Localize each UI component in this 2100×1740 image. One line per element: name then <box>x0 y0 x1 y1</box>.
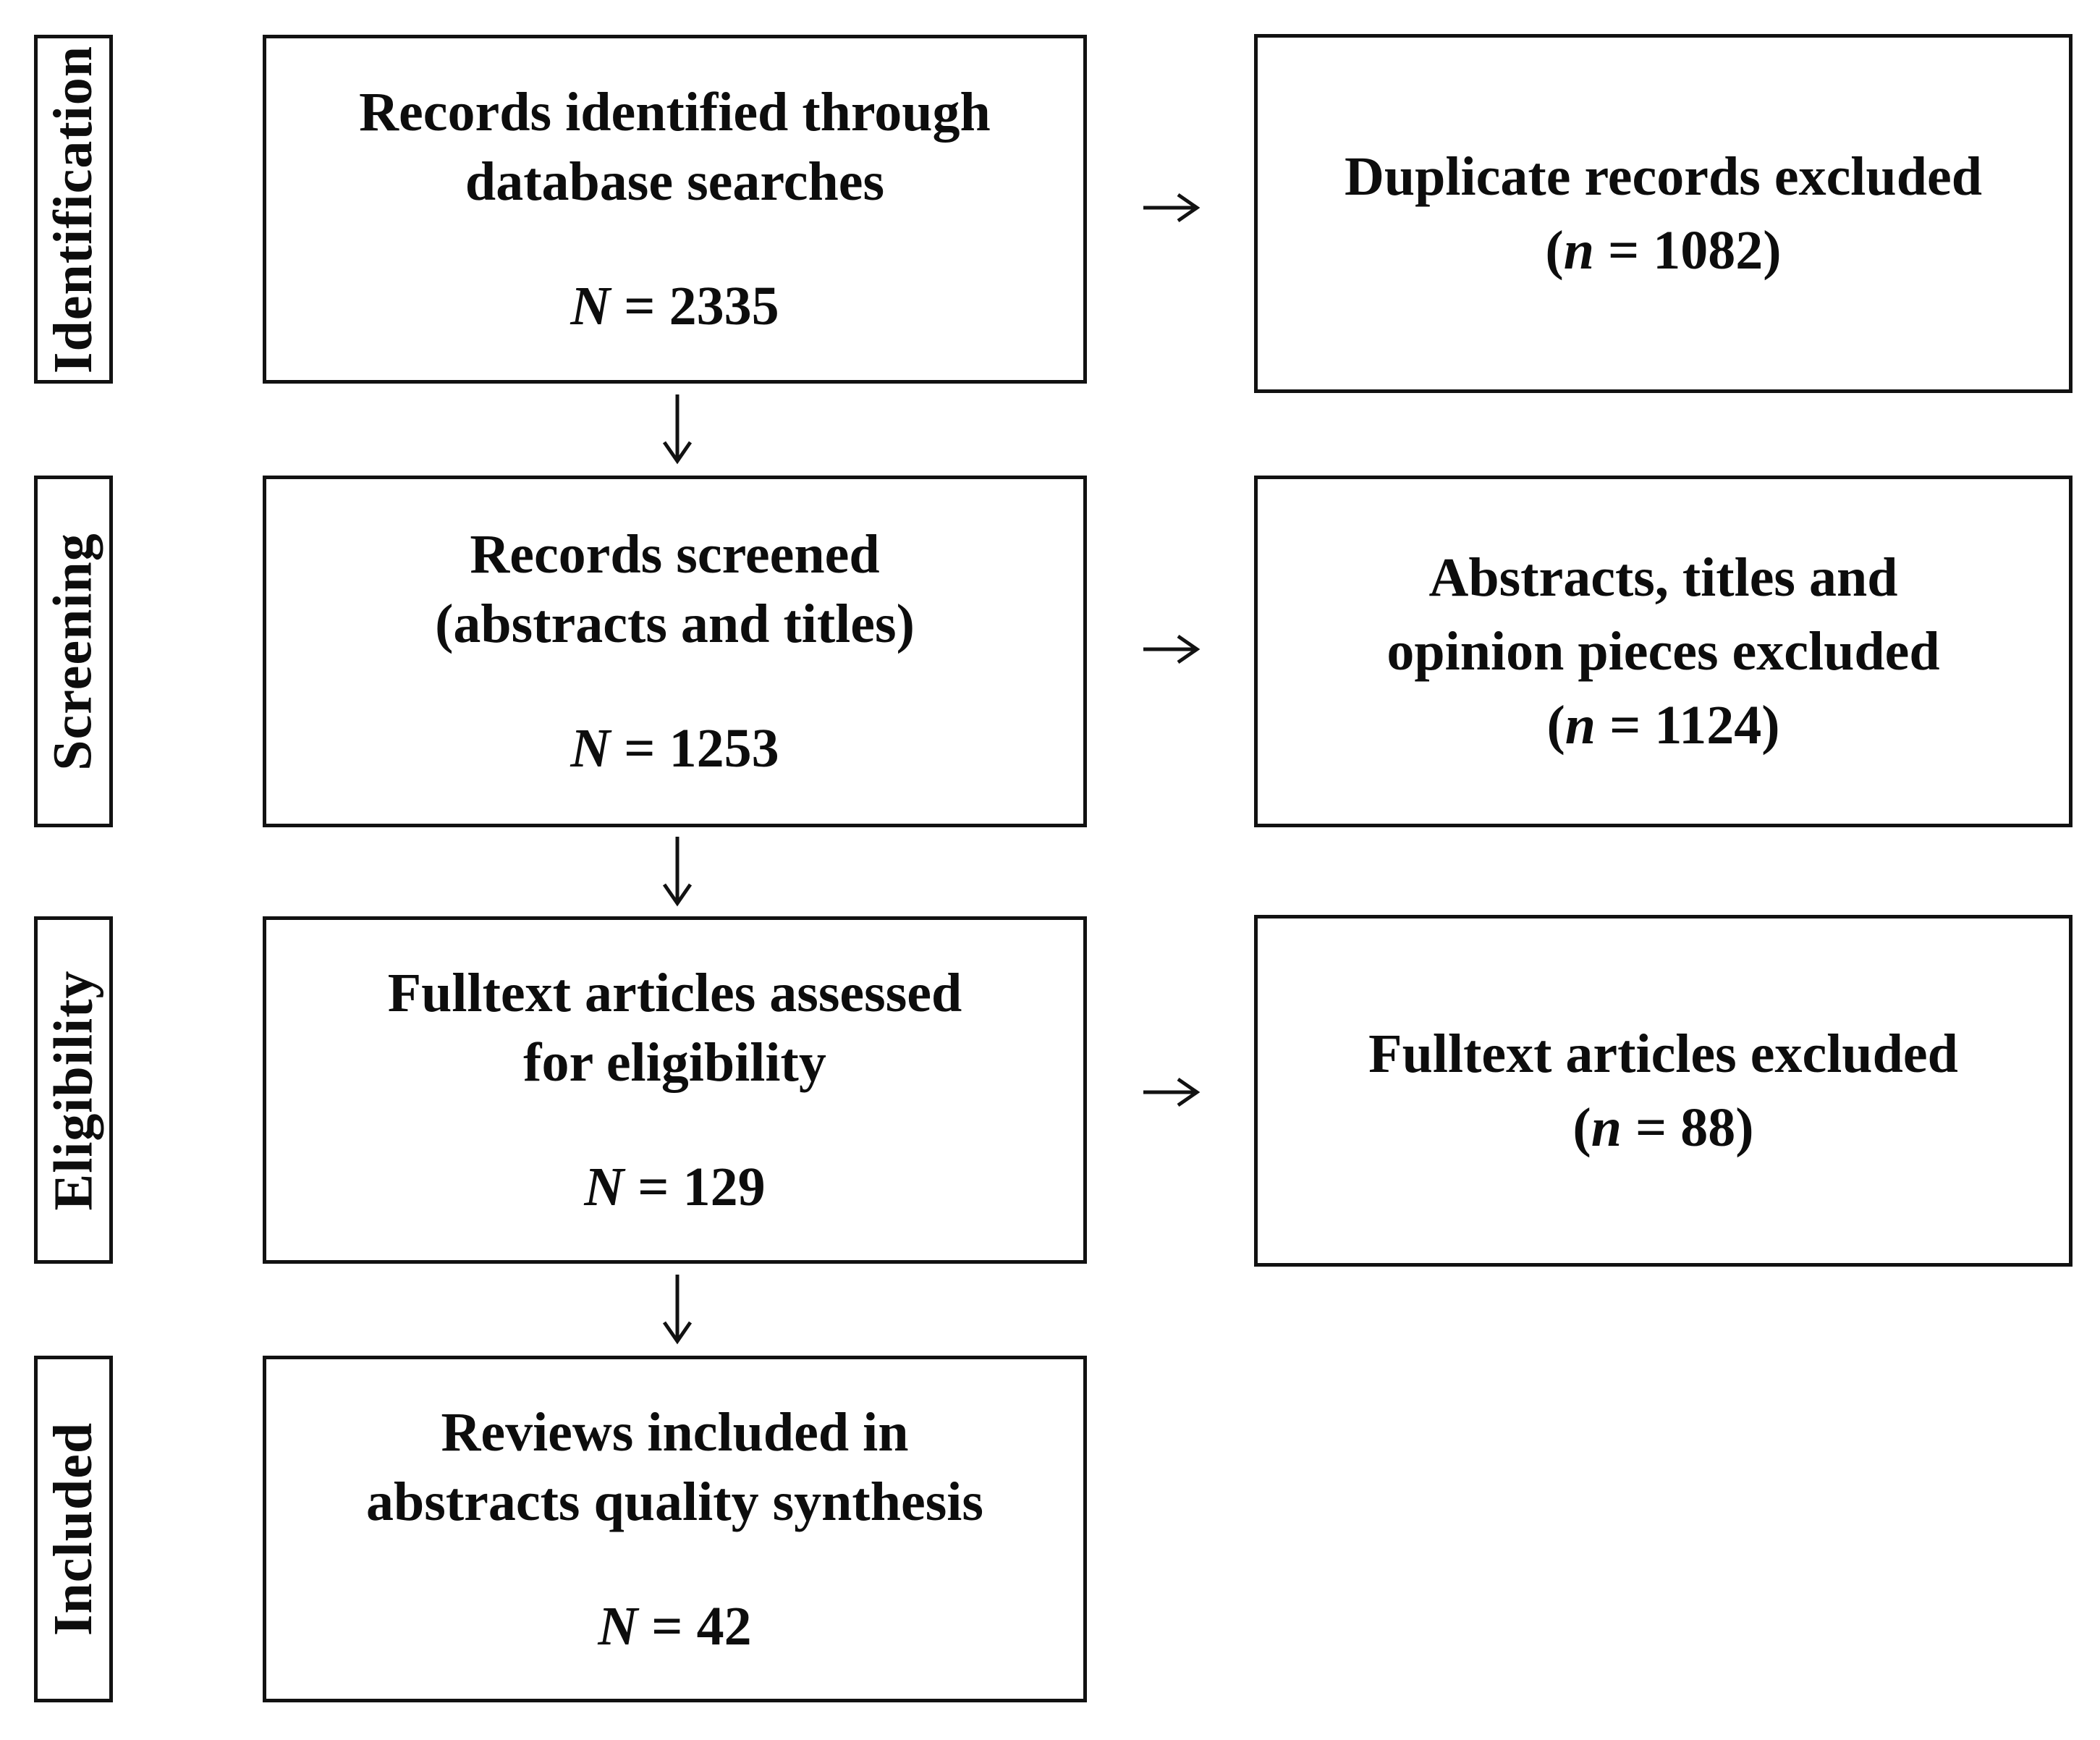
box-title-line: Reviews included in <box>441 1401 909 1463</box>
right-arrow-icon <box>1140 632 1201 667</box>
box-count: N = 129 <box>584 1157 766 1217</box>
main-box-records-screened: Records screened (abstracts and titles) … <box>263 476 1087 827</box>
down-arrow-icon <box>661 1273 693 1346</box>
box-title-line: Fulltext articles excluded <box>1368 1023 1958 1084</box>
box-title-line: Records screened <box>470 524 880 585</box>
box-title-line: opinion pieces excluded <box>1386 621 1940 682</box>
stage-label-included: Included <box>34 1356 113 1702</box>
right-arrow-icon <box>1140 1075 1201 1110</box>
stage-label-text: Screening <box>43 532 104 771</box>
box-title-line: Abstracts, titles and <box>1428 547 1898 608</box>
box-title-line: Duplicate records excluded <box>1345 146 1982 207</box>
stage-label-eligibility: Eligibility <box>34 916 113 1264</box>
box-title-line: (abstracts and titles) <box>435 594 915 654</box>
box-title: Records identified through database sear… <box>359 77 991 216</box>
box-count: N = 1253 <box>570 718 779 779</box>
box-title-line: Records identified through <box>359 82 991 143</box>
box-title: Reviews included in abstracts quality sy… <box>366 1398 983 1537</box>
box-title: Fulltext articles assessed for eligibili… <box>388 958 962 1097</box>
side-box-duplicates-excluded: Duplicate records excluded (n = 1082) <box>1254 34 2073 393</box>
stage-label-screening: Screening <box>34 476 113 827</box>
stage-label-identification: Identification <box>34 35 113 384</box>
side-box-abstracts-excluded: Abstracts, titles and opinion pieces exc… <box>1254 476 2073 827</box>
stage-label-text: Included <box>43 1422 104 1636</box>
box-count: (n = 1082) <box>1545 220 1782 281</box>
box-count: N = 42 <box>598 1595 752 1657</box>
box-title-line: Fulltext articles assessed <box>387 963 962 1023</box>
stage-label-text: Eligibility <box>43 970 103 1210</box>
box-title-line: abstracts quality synthesis <box>366 1471 983 1532</box>
box-count: (n = 1124) <box>1546 695 1780 756</box>
box-count: N = 2335 <box>570 276 779 337</box>
box-title: Records screened (abstracts and titles) <box>435 520 915 659</box>
box-title-line: database searches <box>465 151 885 212</box>
side-box-fulltext-excluded: Fulltext articles excluded (n = 88) <box>1254 915 2073 1267</box>
main-box-fulltext-assessed: Fulltext articles assessed for eligibili… <box>263 916 1087 1264</box>
main-box-reviews-included: Reviews included in abstracts quality sy… <box>263 1356 1087 1702</box>
main-box-records-identified: Records identified through database sear… <box>263 35 1087 384</box>
stage-label-text: Identification <box>43 45 103 373</box>
box-count: (n = 88) <box>1572 1097 1754 1158</box>
down-arrow-icon <box>661 393 693 465</box>
box-title-line: for eligibility <box>523 1032 826 1093</box>
down-arrow-icon <box>661 835 693 908</box>
right-arrow-icon <box>1140 190 1201 225</box>
